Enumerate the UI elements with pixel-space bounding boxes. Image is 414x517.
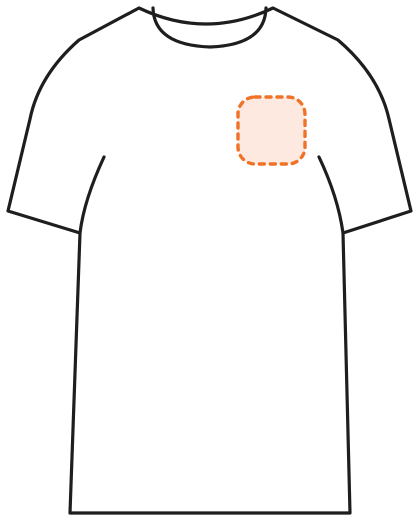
print-area-left-chest[interactable] (238, 97, 305, 164)
tshirt-body-outline (8, 8, 411, 513)
